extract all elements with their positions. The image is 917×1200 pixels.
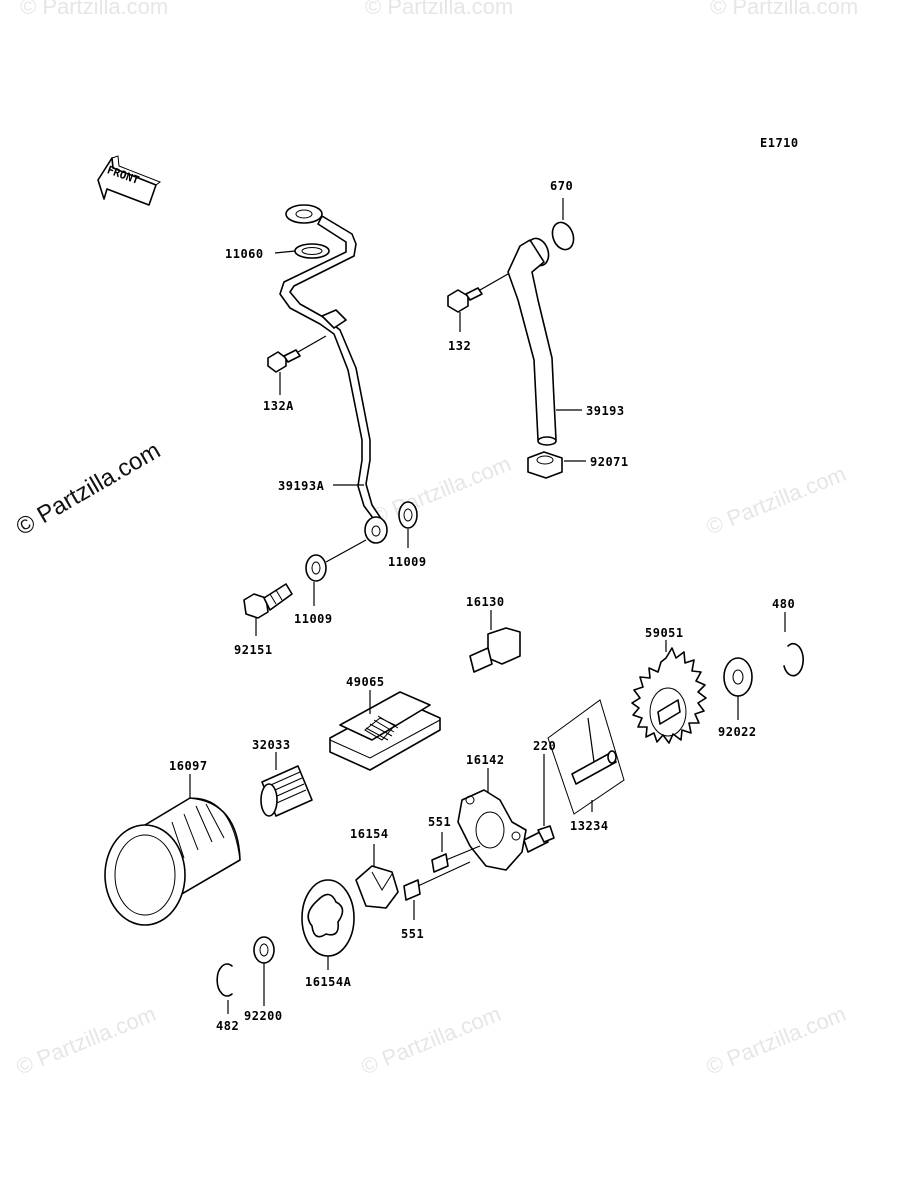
label-551-upper: 551 xyxy=(428,815,451,829)
oil-pipe-39193: 39193 xyxy=(507,237,625,446)
oil-filter-16097: 16097 xyxy=(104,759,241,926)
label-59051: 59051 xyxy=(645,626,684,640)
o-ring-670: 670 xyxy=(550,179,575,251)
label-16142: 16142 xyxy=(466,753,505,767)
grommet-92071: 92071 xyxy=(527,451,629,479)
label-220: 220 xyxy=(533,739,556,753)
watermark: © Partzilla.com xyxy=(368,451,515,530)
washer-11009-lower: 11009 xyxy=(294,539,367,626)
watermark: © Partzilla.com xyxy=(358,1001,505,1080)
gear-59051: 59051 xyxy=(631,626,707,744)
watermark: © Partzilla.com xyxy=(710,0,858,19)
label-16154: 16154 xyxy=(350,827,389,841)
label-132a: 132A xyxy=(263,399,294,413)
washer-92022: 92022 xyxy=(718,657,757,739)
label-39193a: 39193A xyxy=(278,479,325,493)
outer-rotor-16154a: 16154A xyxy=(301,879,355,989)
washer-92200: 92200 xyxy=(244,936,283,1023)
circlip-482: 482 xyxy=(216,963,239,1033)
watermark: © Partzilla.com xyxy=(365,0,513,19)
shaft-kit-13234: 13234 xyxy=(547,699,625,833)
banjo-bolt-92151: 92151 xyxy=(234,583,293,657)
spring-32033: 32033 xyxy=(252,738,313,817)
label-16130: 16130 xyxy=(466,595,505,609)
label-11009-upper: 11009 xyxy=(388,555,427,569)
oil-pipe-39193a xyxy=(279,204,388,544)
strainer-49065: 49065 xyxy=(329,675,441,771)
dowel-551-upper: 551 xyxy=(428,815,481,873)
bolt-132a: 132A xyxy=(263,335,327,413)
watermark-main: © Partzilla.com xyxy=(12,437,166,541)
label-92200: 92200 xyxy=(244,1009,283,1023)
inner-rotor-16154: 16154 xyxy=(350,827,399,909)
bolt-220: 220 xyxy=(523,739,556,853)
label-49065: 49065 xyxy=(346,675,385,689)
label-551-lower: 551 xyxy=(401,927,424,941)
front-arrow-icon: FRONT xyxy=(97,155,162,206)
bolt-132: 132 xyxy=(447,273,509,353)
label-16097: 16097 xyxy=(169,759,208,773)
watermark: © Partzilla.com xyxy=(20,0,168,19)
label-92151: 92151 xyxy=(234,643,273,657)
oil-switch-16130: 16130 xyxy=(466,595,521,673)
watermark: © Partzilla.com xyxy=(703,461,850,540)
label-32033: 32033 xyxy=(252,738,291,752)
gasket-11060: 11060 xyxy=(225,243,330,261)
label-670: 670 xyxy=(550,179,573,193)
label-16154a: 16154A xyxy=(305,975,352,989)
pump-cover-16142: 16142 xyxy=(457,753,527,871)
label-480: 480 xyxy=(772,597,795,611)
label-13234: 13234 xyxy=(570,819,609,833)
watermark: © Partzilla.com xyxy=(13,1001,160,1080)
label-11060: 11060 xyxy=(225,247,264,261)
dowel-551-lower: 551 xyxy=(401,861,471,941)
label-39193: 39193 xyxy=(586,404,625,418)
label-482: 482 xyxy=(216,1019,239,1033)
label-92071: 92071 xyxy=(590,455,629,469)
label-92022: 92022 xyxy=(718,725,757,739)
watermark: © Partzilla.com xyxy=(703,1001,850,1080)
diagram-code: E1710 xyxy=(760,136,799,150)
washer-11009-upper: 11009 xyxy=(388,501,427,569)
circlip-480: 480 xyxy=(772,597,804,677)
label-11009-lower: 11009 xyxy=(294,612,333,626)
label-132: 132 xyxy=(448,339,471,353)
